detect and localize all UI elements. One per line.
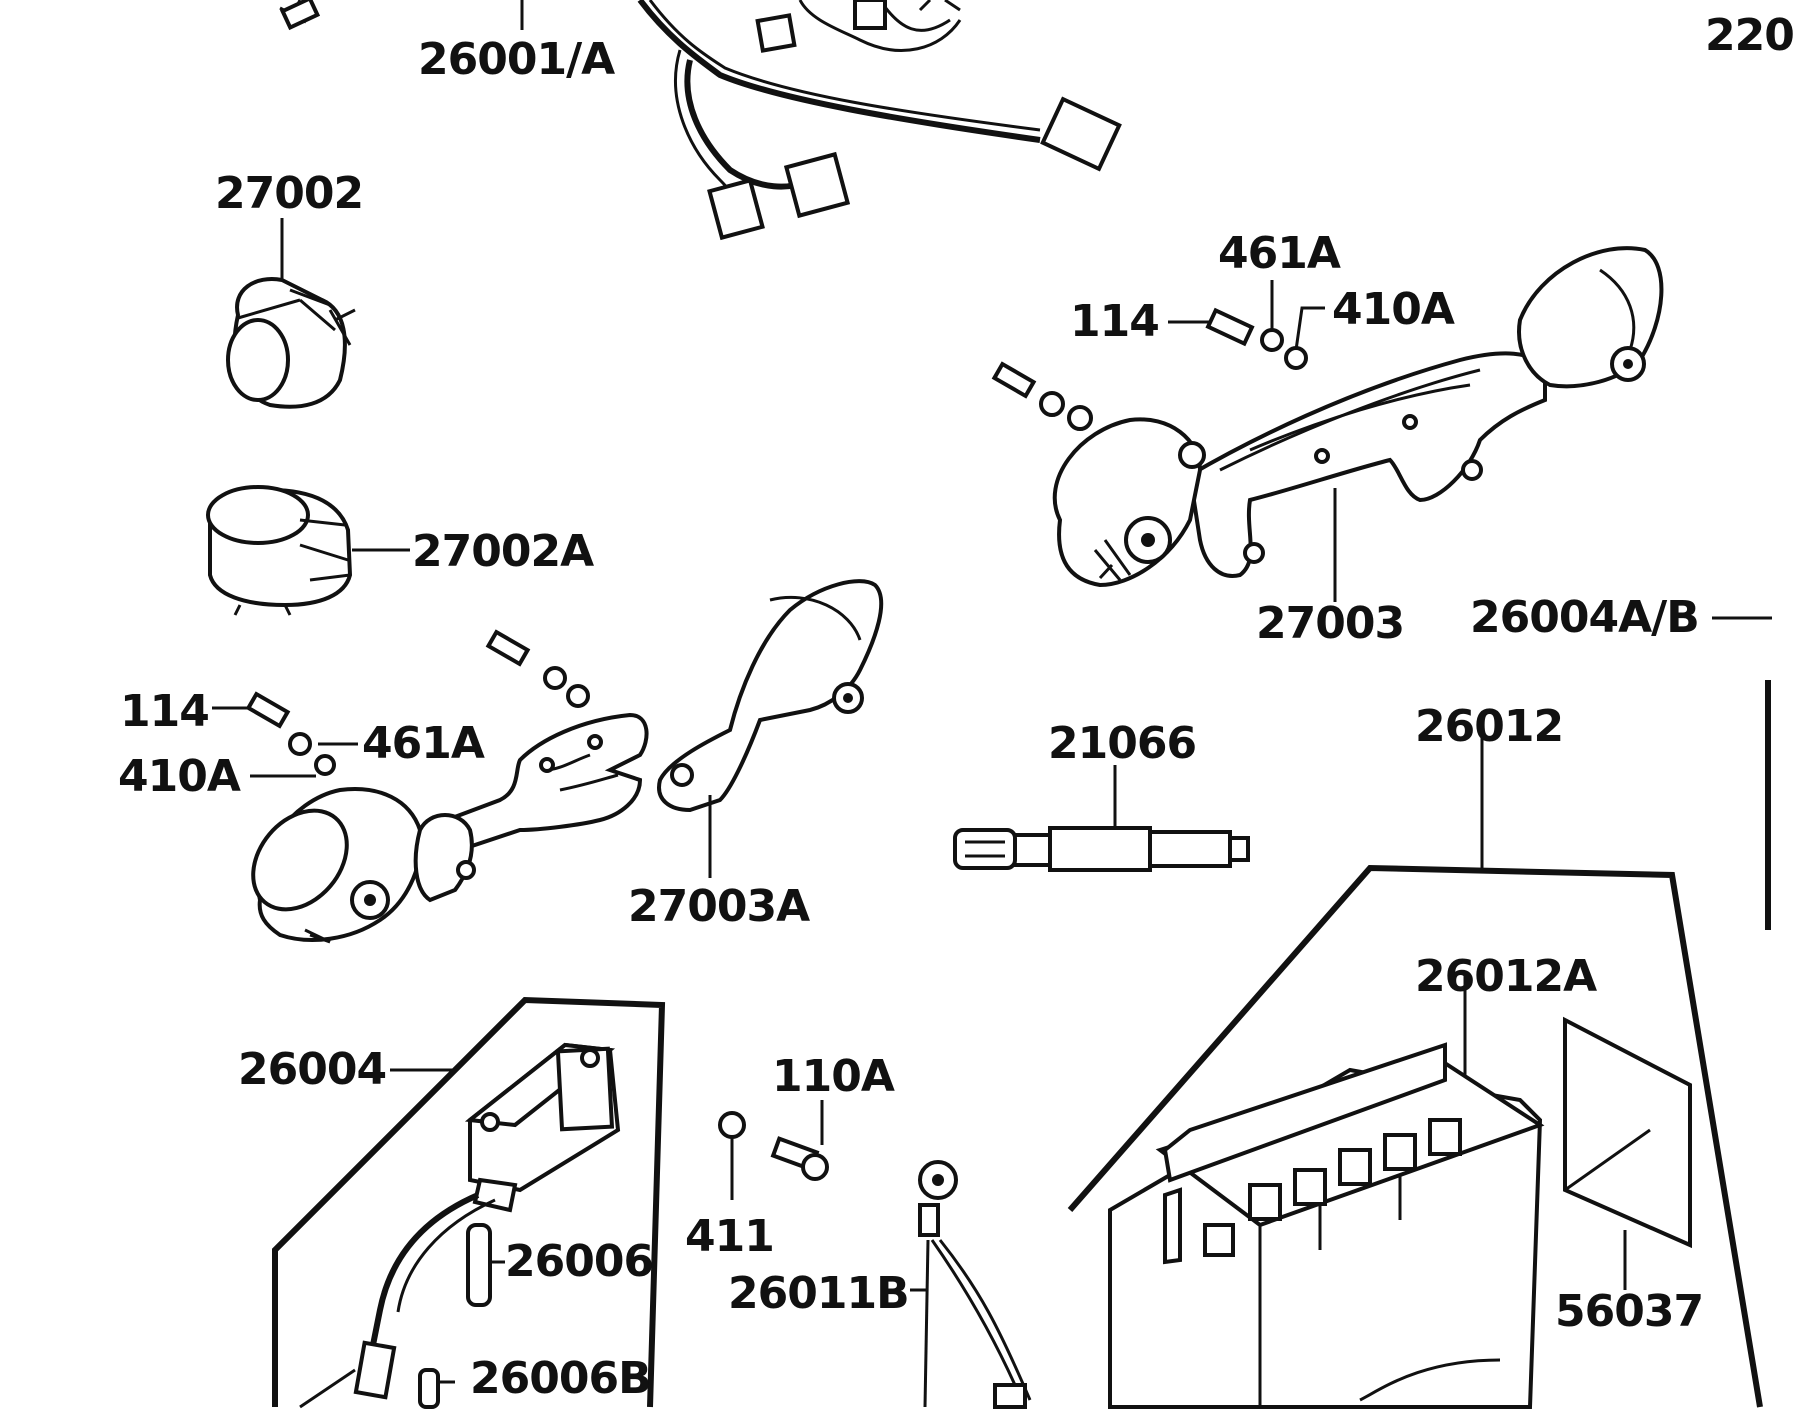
label-114-right: 114 xyxy=(1070,296,1160,347)
horn-assembly-27003 xyxy=(991,246,1664,602)
fasteners-110A-411 xyxy=(718,1100,829,1200)
part-21066 xyxy=(953,765,1250,872)
label-27002A: 27002A xyxy=(412,526,594,577)
label-411: 411 xyxy=(685,1211,775,1262)
label-410A-right: 410A xyxy=(1332,284,1455,335)
label-27003A: 27003A xyxy=(628,881,810,932)
label-26012: 26012 xyxy=(1415,701,1564,752)
label-410A-left: 410A xyxy=(118,751,241,802)
label-26011B: 26011B xyxy=(728,1268,910,1319)
horn-assembly-27003A xyxy=(212,579,884,944)
battery-box-26012 xyxy=(1067,680,1771,1409)
wiring-harness xyxy=(279,0,1122,241)
label-110A: 110A xyxy=(772,1051,895,1102)
regulator-26004 xyxy=(272,996,666,1409)
lead-26011B xyxy=(910,1160,1032,1409)
label-26004: 26004 xyxy=(238,1044,387,1095)
label-21066: 21066 xyxy=(1048,718,1197,769)
label-27003: 27003 xyxy=(1256,598,1405,649)
label-26004AB: 26004A/B xyxy=(1470,592,1700,643)
label-26006B: 26006B xyxy=(470,1353,652,1404)
horn-27002A xyxy=(206,485,410,616)
label-27002: 27002 xyxy=(215,168,364,219)
label-26001A: 26001/A xyxy=(418,34,615,85)
label-26012A: 26012A xyxy=(1415,951,1597,1002)
label-26006: 26006 xyxy=(505,1236,654,1287)
label-114-left: 114 xyxy=(120,686,210,737)
label-461A-right: 461A xyxy=(1218,228,1341,279)
horn-27002 xyxy=(226,277,356,409)
label-220: 220 xyxy=(1705,10,1794,61)
label-461A-left: 461A xyxy=(362,718,485,769)
label-56037: 56037 xyxy=(1555,1286,1704,1337)
